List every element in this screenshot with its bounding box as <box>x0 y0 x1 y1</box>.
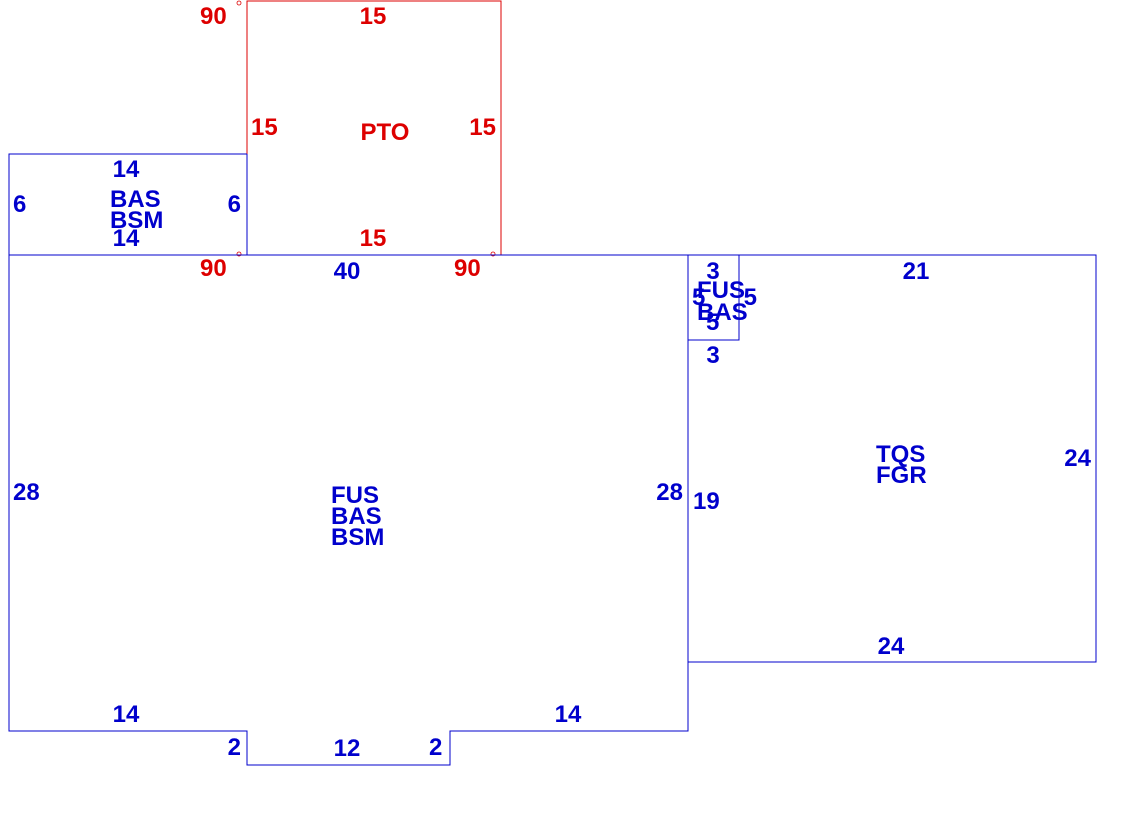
main-house-area-code: FUS <box>331 482 379 509</box>
small-box-area-code: FUS <box>697 277 745 304</box>
garage-top-dimension: 21 <box>903 258 930 285</box>
main-house-area-code: BSM <box>331 524 384 551</box>
main-house-bottom-right-dimension: 14 <box>555 701 582 728</box>
patio-left-dimension: 15 <box>251 114 278 141</box>
small-wing-section: 14 6 6 14 BAS BSM <box>8 153 248 255</box>
small-wing-area-code: BAS <box>110 186 161 213</box>
main-house-notch-bottom-dimension: 12 <box>334 735 361 762</box>
patio-right-dimension: 15 <box>469 114 496 141</box>
main-house-area-code: BAS <box>331 503 382 530</box>
garage-right-dimension: 24 <box>1064 445 1091 472</box>
small-box-left-dimension-repeat: 5 <box>706 309 719 336</box>
patio-corner-marker <box>490 251 496 257</box>
garage-area-code: FGR <box>876 462 927 489</box>
small-wing-left-dimension: 6 <box>13 191 26 218</box>
small-wing-right-dimension: 6 <box>228 191 241 218</box>
small-box-section: 3 3 5 5 FUS BAS 5 <box>687 254 757 369</box>
patio-corner-marker <box>236 251 242 257</box>
small-box-top-dimension: 3 <box>706 258 719 285</box>
small-box-bottom-dimension: 3 <box>706 342 719 369</box>
garage-bottom-dimension: 24 <box>878 633 905 660</box>
patio-area-code: PTO <box>361 119 410 146</box>
patio-angle-bottom-right: 90 <box>454 255 481 282</box>
garage-area-code: TQS <box>876 441 925 468</box>
small-wing-bottom-dimension: 14 <box>113 225 140 252</box>
patio-bottom-dimension: 15 <box>360 225 387 252</box>
main-house-notch-right-dimension: 2 <box>429 734 442 761</box>
patio-section: 15 15 15 15 PTO 90 90 90 <box>200 0 502 282</box>
small-box-left-dimension: 5 <box>692 284 705 311</box>
patio-top-dimension: 15 <box>360 3 387 30</box>
small-box-area-code: BAS <box>697 299 748 326</box>
main-house-right-dimension: 28 <box>656 479 683 506</box>
small-box-right-dimension: 5 <box>744 284 757 311</box>
main-house-left-dimension: 28 <box>13 479 40 506</box>
small-wing-area-code: BSM <box>110 207 163 234</box>
small-wing-outline <box>8 153 247 255</box>
patio-angle-top-left: 90 <box>200 3 227 30</box>
main-house-section: 40 28 28 14 14 2 12 2 FUS BAS BSM <box>8 254 689 766</box>
main-house-notch-left-dimension: 2 <box>228 734 241 761</box>
patio-angle-bottom-left: 90 <box>200 255 227 282</box>
main-house-top-dimension: 40 <box>334 258 361 285</box>
garage-outline <box>687 254 1097 663</box>
small-wing-top-dimension: 14 <box>113 156 140 183</box>
garage-section: 21 24 24 19 TQS FGR <box>687 254 1097 663</box>
garage-left-dimension: 19 <box>693 488 720 515</box>
main-house-bottom-left-dimension: 14 <box>113 701 140 728</box>
patio-corner-marker <box>236 0 242 6</box>
